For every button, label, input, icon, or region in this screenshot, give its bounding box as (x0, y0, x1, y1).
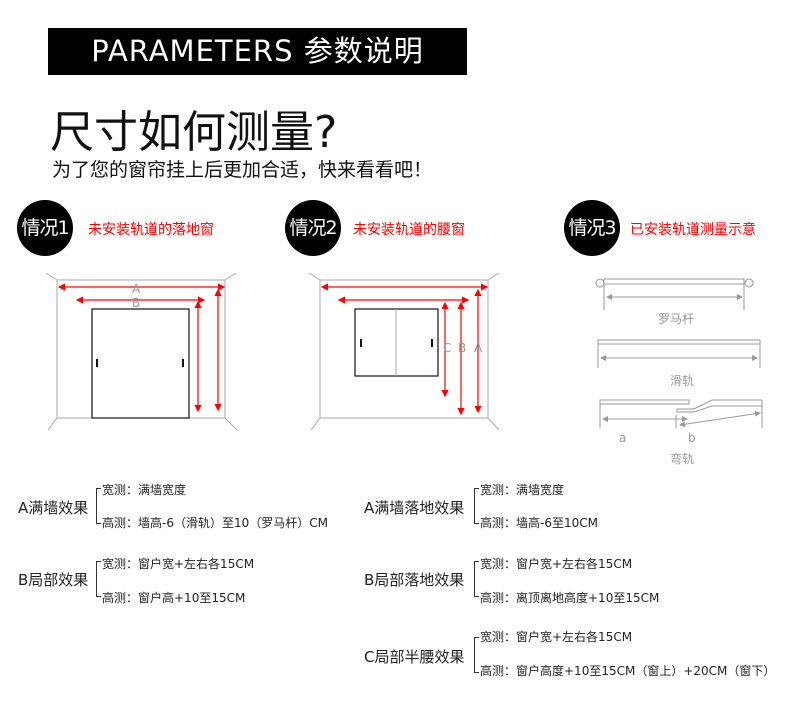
height-rule: 高测：窗户高度+10至15CM（窗上）+20CM（窗下） (480, 664, 776, 678)
svg-text:b: b (688, 431, 696, 445)
case-3-label: 已安装轨道测量示意 (630, 222, 756, 238)
width-rule: 宽测：窗户宽+左右各15CM (480, 557, 633, 571)
svg-text:罗马杆: 罗马杆 (658, 312, 694, 326)
case-3-badge: 情况3 (564, 200, 620, 256)
bracket (474, 561, 479, 597)
page-title: 尺寸如何测量? (50, 107, 338, 158)
bracket (96, 488, 101, 524)
group-name: B局部落地效果 (364, 571, 465, 589)
label-a: A (474, 341, 483, 355)
group-name: A满墙效果 (18, 499, 89, 517)
waist-window-diagram: C B A (308, 272, 500, 431)
height-rule: 高测：离顶离地高度+10至15CM (480, 591, 660, 605)
label-b: B (458, 341, 466, 355)
bracket (96, 561, 101, 597)
width-rule: 宽测：满墙宽度 (480, 483, 565, 497)
case-1-label: 未安装轨道的落地窗 (88, 222, 214, 238)
case-2-badge: 情况2 (285, 200, 341, 256)
group-name: C局部半腰效果 (364, 648, 465, 666)
wall (56, 279, 226, 419)
width-rule: 宽测：窗户宽+左右各15CM (102, 557, 255, 571)
bent-rail: a b 弯轨 (599, 399, 763, 466)
group-name: B局部效果 (18, 571, 89, 589)
measure-arrows (57, 283, 226, 413)
page-subtitle: 为了您的窗帘挂上后更加合适，快来看看吧！ (52, 159, 433, 181)
bracket (474, 488, 479, 524)
height-rule: 高测：窗户高+10至15CM (102, 591, 246, 605)
width-rule: 宽测：窗户宽+左右各15CM (480, 630, 633, 644)
group-name: A满墙落地效果 (364, 499, 465, 517)
label-a: A (132, 282, 141, 296)
slide-rail: 滑轨 (597, 339, 761, 388)
svg-text:滑轨: 滑轨 (670, 374, 694, 388)
label-b: B (132, 296, 140, 310)
bracket (474, 637, 479, 673)
label-c: C (443, 341, 451, 355)
svg-text:弯轨: 弯轨 (670, 451, 694, 466)
parameters-header: PARAMETERS 参数说明 (48, 28, 467, 75)
svg-text:a: a (619, 431, 626, 445)
wall (319, 279, 489, 419)
diagrams: A B C B A (45, 272, 763, 466)
height-rule: 高测：墙高-6至10CM (480, 516, 598, 530)
height-rule: 高测：墙高-6（滑轨）至10（罗马杆）CM (102, 516, 328, 530)
door (91, 308, 190, 419)
floor-window-diagram: A B (45, 272, 238, 431)
case-2-label: 未安装轨道的腰窗 (353, 222, 465, 238)
roman-rod: 罗马杆 (595, 278, 754, 326)
measure-arrows (320, 283, 489, 416)
case-1-badge: 情况1 (17, 200, 73, 256)
installed-track-diagram: 罗马杆 滑轨 a b 弯轨 (595, 278, 763, 466)
width-rule: 宽测：满墙宽度 (102, 483, 187, 497)
